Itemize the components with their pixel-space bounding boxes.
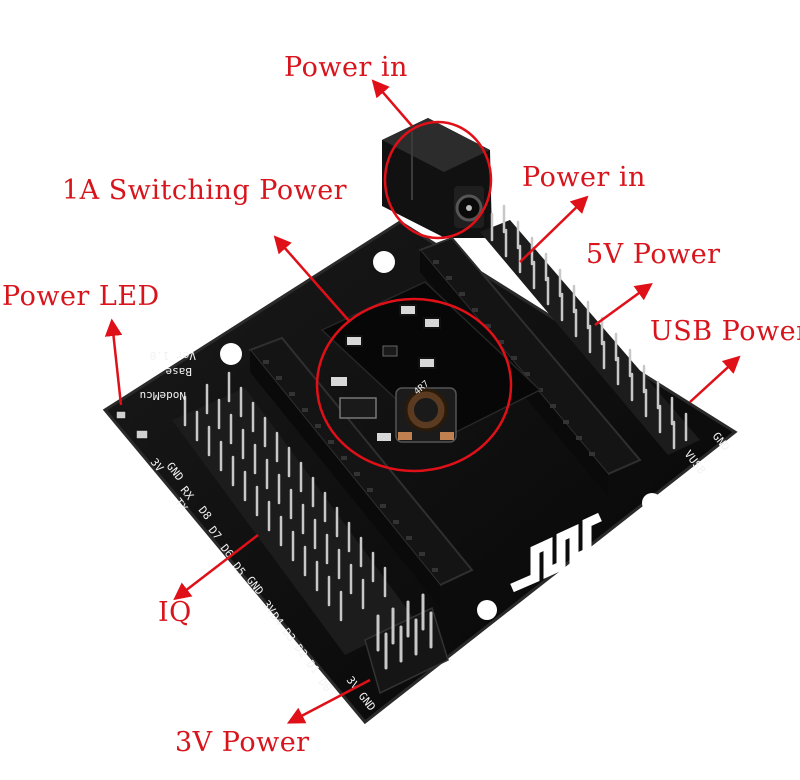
label-usb-power: USB Power: [650, 316, 800, 347]
arrow-power-led: [104, 318, 123, 406]
mounting-hole: [642, 493, 662, 513]
silk-board-name: NodeMcu: [140, 389, 186, 402]
female-header-left: [248, 336, 474, 607]
antenna-trace: [510, 512, 602, 593]
silk-pin-d1: D1: [304, 658, 322, 676]
arrow-3v: [286, 678, 371, 724]
arrow-switching: [273, 235, 351, 323]
silk-pin-d7: D7: [206, 524, 224, 542]
annotation-circle-power-in: [383, 120, 493, 240]
silk-board-base: Base: [166, 365, 193, 378]
label-power-led: Power LED: [2, 281, 160, 312]
silk-pin-d5: D5: [230, 560, 248, 578]
arrow-power-in-right: [519, 195, 589, 263]
silk-board-version: Ver 1.0: [150, 349, 196, 362]
power-pin-header: [480, 204, 700, 455]
bottom-pin-header: [364, 593, 449, 695]
silk-pin-d0: D0: [316, 676, 334, 694]
arrow-5v: [594, 282, 653, 327]
silk-pin-d3: D3: [280, 626, 298, 644]
silk-pin-d2: D2: [292, 642, 310, 660]
silk-pin-d8: D8: [196, 504, 214, 522]
label-3v-power: 3V Power: [175, 727, 310, 758]
arrow-usb: [689, 355, 741, 403]
arrow-power-in-top: [371, 79, 413, 127]
annotation-circle-switching: [315, 297, 513, 473]
arrow-iq: [173, 534, 259, 601]
mounting-hole: [220, 343, 242, 365]
label-power-in-right: Power in: [522, 162, 646, 193]
mounting-hole: [477, 600, 497, 620]
silkscreen-text: Ver 1.0 Base NodeMcu 3V GND RX TX D8 D7 …: [140, 349, 732, 714]
led-resistor: [135, 429, 149, 440]
label-5v-power: 5V Power: [586, 239, 721, 270]
inductor: [395, 387, 457, 443]
mounting-hole: [373, 251, 395, 273]
label-switching-power: 1A Switching Power: [62, 175, 348, 206]
label-iq: IQ: [158, 597, 192, 628]
switching-regulator: [320, 281, 542, 443]
label-power-in-top: Power in: [284, 52, 408, 83]
gpio-pin-header: [172, 371, 415, 655]
power-led: [115, 410, 127, 420]
